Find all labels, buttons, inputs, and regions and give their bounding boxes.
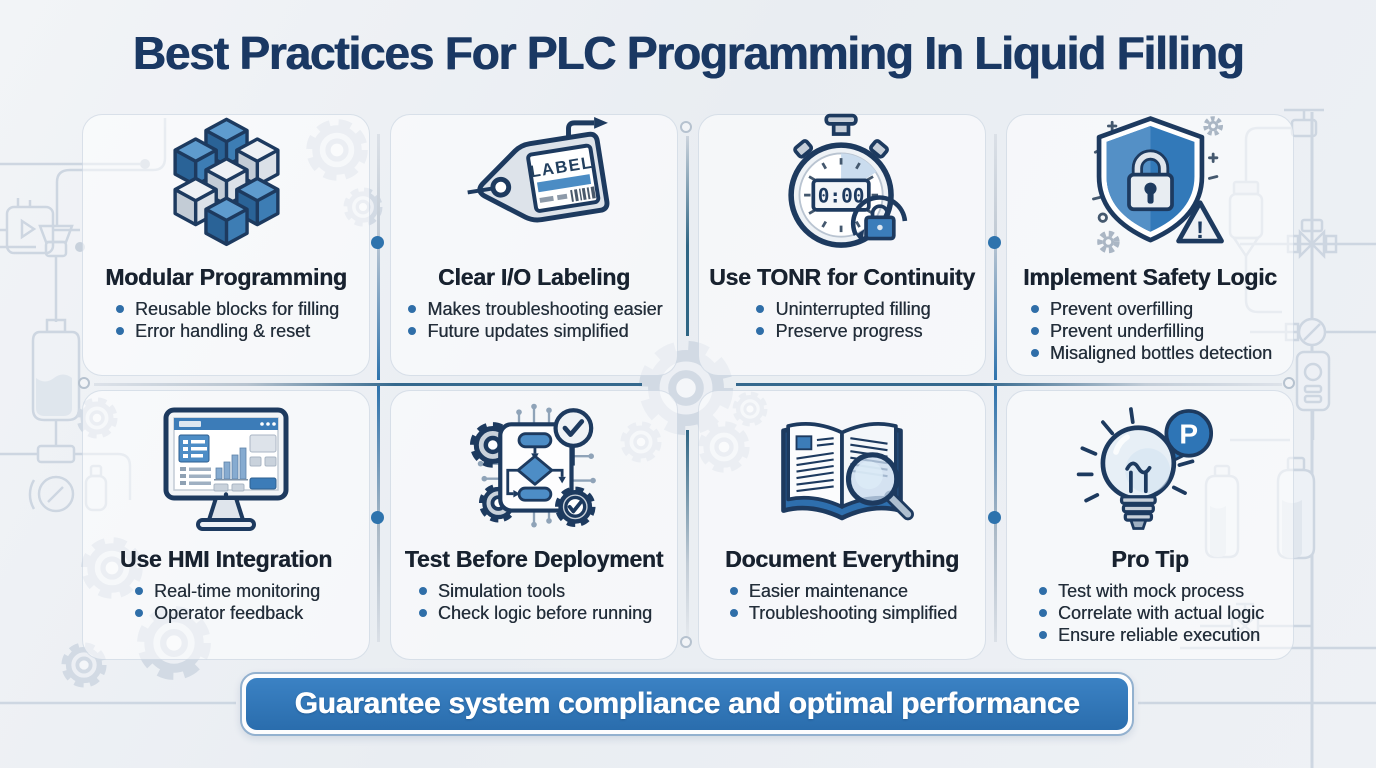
card-title: Modular Programming [105, 264, 347, 290]
bullet-item: Preserve progress [753, 320, 930, 342]
bottom-banner: Guarantee system compliance and optimal … [240, 672, 1134, 736]
alert-text: ! [1196, 217, 1204, 244]
card-title: Pro Tip [1111, 546, 1189, 572]
card-title: Use TONR for Continuity [709, 264, 975, 290]
bullet-item: Reusable blocks for filling [113, 298, 339, 320]
bullet-item: Prevent overfilling [1028, 298, 1272, 320]
card-pro-tip: P Pro Tip Test with mock process Correla… [996, 382, 1304, 666]
book-magnifier-icon-svg [781, 422, 914, 521]
bullet-item: Easier maintenance [727, 580, 957, 602]
label-tag-icon: LABEL [449, 106, 619, 262]
shield-lock-icon: ! [1071, 106, 1230, 262]
card-test-before-deployment: Test Before Deployment Simulation tools … [380, 382, 688, 666]
lightbulb-icon: P [1071, 382, 1230, 544]
bullet-item: Makes troubleshooting easier [405, 298, 663, 320]
card-title: Use HMI Integration [119, 546, 333, 572]
timer-text: 0:00 [818, 185, 865, 208]
hmi-monitor-icon-svg [163, 407, 289, 531]
card-title: Clear I/O Labeling [438, 264, 630, 290]
flowchart-gears-icon-svg [459, 403, 596, 527]
card-use-tonr: 0:00 Use TONR for Continuity Uninterrupt… [688, 106, 996, 382]
stopwatch-icon-svg: 0:00 [788, 113, 908, 248]
bullet-list: Makes troubleshooting easier Future upda… [405, 298, 663, 342]
bullet-item: Error handling & reset [113, 320, 339, 342]
bullet-list: Prevent overfilling Prevent underfilling… [1028, 298, 1272, 364]
card-clear-io-labeling: LABEL Clear I/O Labeling Makes troublesh… [380, 106, 688, 382]
bullet-item: Test with mock process [1036, 580, 1264, 602]
divider-ring [680, 636, 692, 648]
bullet-item: Prevent underfilling [1028, 320, 1272, 342]
divider-vertical-top-3 [994, 134, 997, 380]
bottom-banner-fill: Guarantee system compliance and optimal … [246, 678, 1128, 730]
divider-ring [1283, 377, 1295, 389]
stopwatch-icon: 0:00 [768, 106, 916, 262]
card-document-everything: Document Everything Easier maintenance T… [688, 382, 996, 666]
bullet-item: Uninterrupted filling [753, 298, 931, 320]
cubes-icon [158, 106, 295, 262]
banner-text: Guarantee system compliance and optimal … [294, 687, 1080, 720]
divider-dot [371, 236, 384, 249]
card-modular-programming: Modular Programming Reusable blocks for … [72, 106, 380, 382]
bullet-item: Check logic before running [416, 602, 652, 624]
card-title: Implement Safety Logic [1023, 264, 1277, 290]
bullet-list: Reusable blocks for filling Error handli… [113, 298, 339, 342]
bullet-list: Uninterrupted filling Preserve progress [753, 298, 931, 342]
bullet-item: Simulation tools [416, 580, 652, 602]
bullet-list: Simulation tools Check logic before runn… [416, 580, 652, 624]
divider-vertical-bottom-2 [686, 430, 689, 636]
divider-ring [78, 377, 90, 389]
divider-horizontal-left [94, 383, 642, 386]
cubes-icon-svg [172, 117, 280, 247]
divider-horizontal-right [736, 383, 1282, 386]
bullet-list: Easier maintenance Troubleshooting simpl… [727, 580, 957, 624]
hmi-monitor-icon [146, 382, 306, 544]
divider-vertical-top-1 [377, 134, 380, 380]
bullet-item: Correlate with actual logic [1036, 602, 1264, 624]
card-implement-safety-logic: ! Implement Safety Logic Prevent overfil… [996, 106, 1304, 382]
lightbulb-icon-svg: P [1076, 407, 1213, 530]
shield-lock-icon-svg: ! [1091, 116, 1224, 254]
bullet-item: Misaligned bottles detection [1028, 342, 1272, 364]
divider-dot [988, 236, 1001, 249]
bullet-item: Operator feedback [132, 602, 320, 624]
divider-dot [988, 511, 1001, 524]
bullet-item: Future updates simplified [405, 320, 662, 342]
card-use-hmi-integration: Use HMI Integration Real-time monitoring… [72, 382, 380, 666]
page-title: Best Practices For PLC Programming In Li… [132, 27, 1245, 79]
bullet-item: Ensure reliable execution [1036, 624, 1264, 646]
card-title: Test Before Deployment [404, 546, 664, 572]
divider-ring [680, 121, 692, 133]
label-tag-icon-svg: LABEL [467, 116, 610, 223]
book-magnifier-icon [763, 382, 921, 544]
divider-dot [371, 511, 384, 524]
pro-tip-letter: P [1179, 419, 1198, 450]
card-title: Document Everything [725, 546, 959, 572]
cards-grid: Modular Programming Reusable blocks for … [72, 106, 1304, 666]
bullet-item: Real-time monitoring [132, 580, 320, 602]
flowchart-gears-icon [459, 382, 609, 544]
divider-vertical-top-2 [686, 136, 689, 336]
bullet-item: Troubleshooting simplified [727, 602, 957, 624]
bullet-list: Test with mock process Correlate with ac… [1036, 580, 1264, 646]
bullet-list: Real-time monitoring Operator feedback [132, 580, 320, 624]
